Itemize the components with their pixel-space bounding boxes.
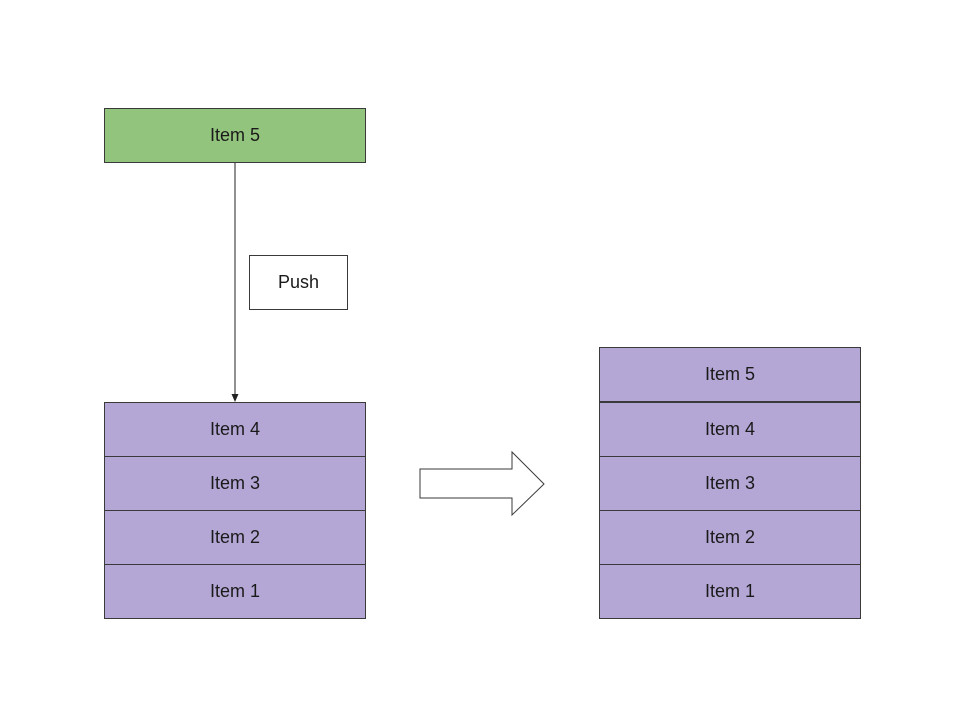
after-stack-item: Item 5 [599, 347, 861, 402]
before-stack-item: Item 2 [104, 510, 366, 565]
after-stack-item: Item 2 [599, 510, 861, 565]
before-stack-item: Item 4 [104, 402, 366, 457]
pushed-item: Item 5 [104, 108, 366, 163]
result-arrow-icon [419, 450, 545, 517]
before-stack-item: Item 1 [104, 564, 366, 619]
after-stack-item: Item 4 [599, 402, 861, 457]
after-stack-item: Item 1 [599, 564, 861, 619]
after-stack-item: Item 3 [599, 456, 861, 511]
before-stack-item: Item 3 [104, 456, 366, 511]
push-label: Push [249, 255, 348, 310]
push-arrow [231, 163, 239, 402]
